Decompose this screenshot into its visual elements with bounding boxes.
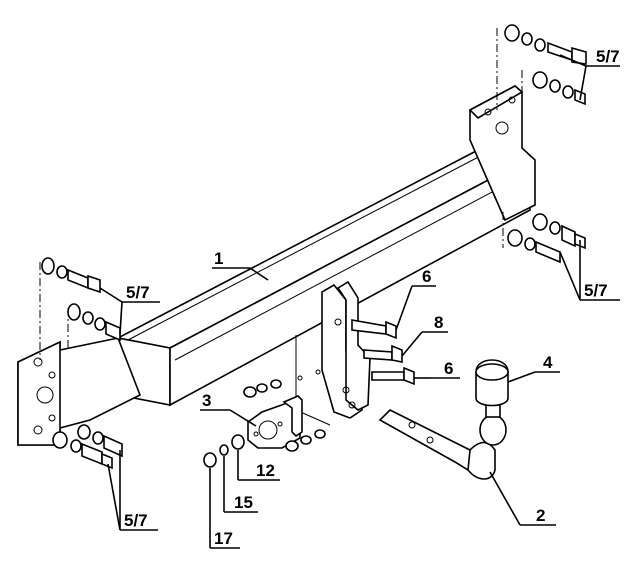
label-15: 15 <box>234 493 253 512</box>
bolt-set-top-right <box>496 24 587 112</box>
socket-plate <box>243 379 326 452</box>
bolt-set-left-bottom <box>52 424 123 470</box>
label-3: 3 <box>202 391 211 410</box>
bolt-set-right <box>502 212 586 264</box>
label-2: 2 <box>536 506 545 525</box>
center-mount-plate <box>295 280 371 426</box>
label-6-lower: 6 <box>444 359 453 378</box>
label-4: 4 <box>543 353 553 372</box>
label-12: 12 <box>256 461 275 480</box>
ball-neck <box>378 404 507 480</box>
ball-cap <box>475 359 509 407</box>
label-8: 8 <box>434 313 443 332</box>
bolt-set-center <box>351 319 415 386</box>
right-bracket <box>468 85 536 222</box>
label-5-7-left-top: 5/7 <box>126 283 150 302</box>
label-1: 1 <box>214 249 223 268</box>
bolt-set-left-top <box>39 257 121 360</box>
label-5-7-left-bottom: 5/7 <box>124 511 148 530</box>
label-6-upper: 6 <box>422 267 431 286</box>
leader-lines <box>99 54 620 549</box>
hardware-12-15-17 <box>203 434 245 468</box>
label-17: 17 <box>214 529 233 548</box>
label-5-7-right: 5/7 <box>584 281 608 300</box>
left-bracket <box>17 337 142 446</box>
label-5-7-top: 5/7 <box>596 47 620 66</box>
